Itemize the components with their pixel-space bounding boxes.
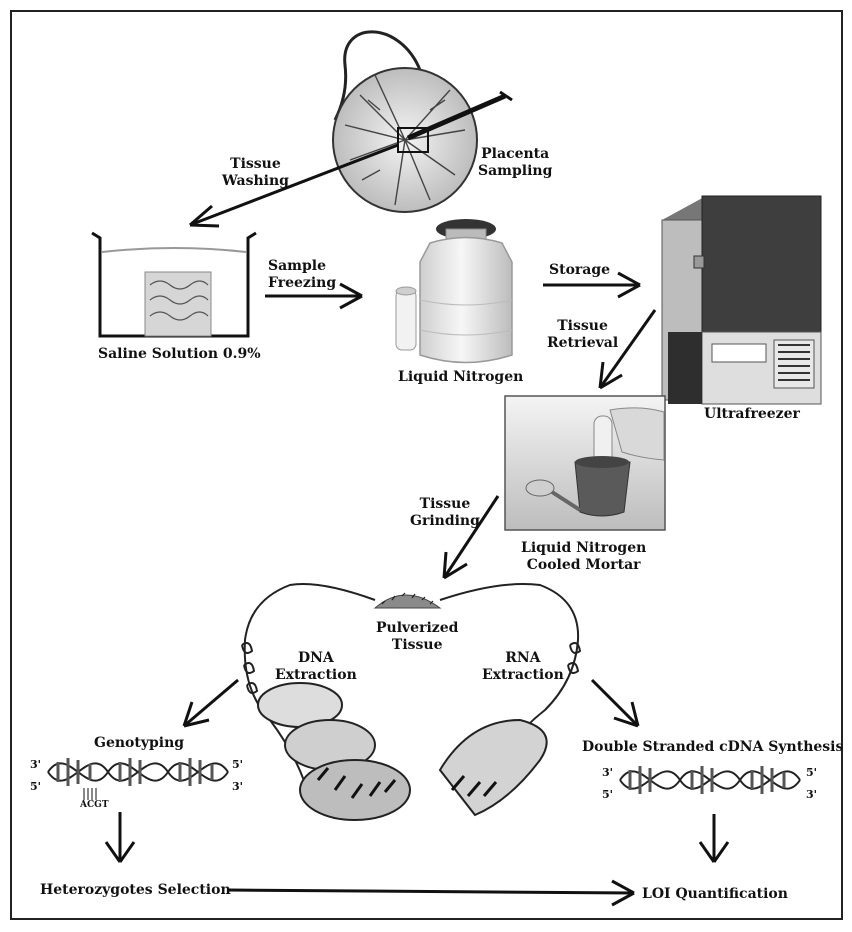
tissue-retrieval-line2: Retrieval [547,335,619,351]
storage-label: Storage [549,262,611,278]
extraction-schematic [241,583,582,821]
heterozygotes-selection-label: Heterozygotes Selection [40,882,231,898]
cdna-synthesis-label: Double Stranded cDNA Synthesis [582,739,844,755]
arrow-dna-to-genotyping [182,678,239,728]
placenta-sampling-line2: Sampling [478,163,553,179]
dna-extraction-line1: DNA [297,650,334,666]
placenta-illustration [332,30,513,213]
left-helix-bottom-left-end: 5' [30,780,42,793]
pulverized-tissue-line2: Tissue [391,637,443,653]
ultrafreezer-label: Ultrafreezer [704,406,800,422]
right-helix-bottom-right-end: 3' [806,788,818,801]
saline-solution-label: Saline Solution 0.9% [98,346,261,362]
placenta-sampling-label: Placenta Sampling [478,146,552,180]
loi-quantification-label: LOI Quantification [642,886,788,902]
arrow-genotyping-down [104,812,136,863]
arrow-cdna-down [698,814,730,863]
right-helix-top-right-end: 5' [806,766,818,779]
tissue-washing-line2: Washing [222,173,289,189]
dna-extraction-line2: Extraction [275,667,357,683]
sample-freezing-label: Sample Freezing [268,258,336,292]
pulverized-tissue-line1: Pulverized [376,620,459,636]
pulverized-tissue-label: Pulverized Tissue [376,620,458,654]
arrow-heterozygotes-to-loi [227,879,635,907]
liquid-nitrogen-dewar [395,219,513,364]
genotyping-double-helix [47,758,229,800]
arrow-tissue-retrieval [598,309,657,390]
arrow-storage [543,271,641,299]
cooled-mortar-line2: Cooled Mortar [526,557,641,573]
genotyping-label: Genotyping [94,735,185,751]
left-helix-top-left-end: 3' [30,758,42,771]
tissue-grinding-label: Tissue Grinding [410,496,480,530]
tissue-washing-label: Tissue Washing [222,156,289,190]
left-helix-top-right-end: 5' [232,758,244,771]
ultrafreezer-illustration [661,195,822,405]
sample-freezing-line2: Freezing [268,275,337,291]
tissue-retrieval-line1: Tissue [557,318,608,334]
right-helix-top-left-end: 3' [602,766,614,779]
right-helix-bottom-left-end: 5' [602,788,614,801]
saline-beaker [91,231,257,338]
left-helix-bottom-right-end: 3' [232,780,244,793]
placenta-sampling-line1: Placenta [481,146,550,162]
liquid-nitrogen-label: Liquid Nitrogen [398,369,524,385]
cooled-mortar-label: Liquid Nitrogen Cooled Mortar [521,540,646,574]
tissue-grinding-line1: Tissue [419,496,471,512]
sample-freezing-line1: Sample [268,258,327,274]
cdna-double-helix [619,766,801,794]
arrow-sample-freezing [265,282,363,310]
arrow-tissue-grinding [442,495,500,580]
tissue-retrieval-label: Tissue Retrieval [547,318,618,352]
rna-extraction-line1: RNA [505,650,541,666]
cooled-mortar-line1: Liquid Nitrogen [521,540,647,556]
base-pair-label: ACGT [80,800,109,810]
tissue-grinding-line2: Grinding [410,513,480,529]
arrow-tissue-washing [189,143,399,228]
tissue-washing-line1: Tissue [230,156,281,172]
rna-extraction-label: RNA Extraction [482,650,564,684]
cooled-mortar-photo [504,395,666,531]
arrow-rna-to-cdna [590,678,640,728]
dna-extraction-label: DNA Extraction [275,650,357,684]
rna-extraction-line2: Extraction [482,667,564,683]
pulverized-tissue-pile [373,592,442,609]
